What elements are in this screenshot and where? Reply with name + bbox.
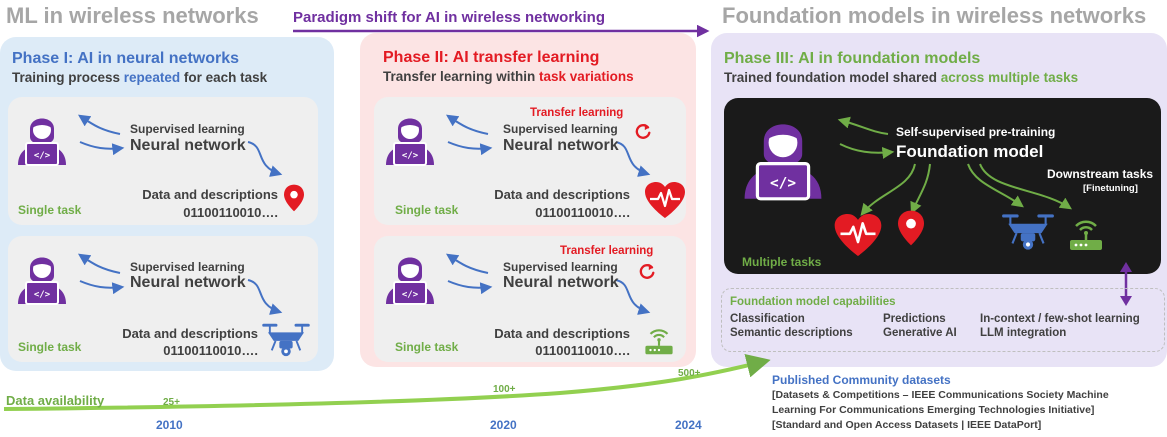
phase2-subtitle: Transfer learning within task variations [383,69,634,84]
capability-item: Generative AI [883,327,957,339]
neural-network-label: Neural network [130,137,246,154]
single-task-label: Single task [18,203,82,217]
phase2-data-arrow-1 [615,141,651,177]
capabilities-connector-arrow [1120,262,1132,306]
neural-network-label: Neural network [503,274,619,291]
paradigm-arrow [293,24,710,38]
bits-label: 01100110010…. [535,205,630,220]
phase2-flow-arrows-2 [446,253,493,295]
single-task-label: Single task [18,340,82,354]
phase1-flow-arrows-1 [78,114,125,156]
dataset-count: 25+ [163,397,180,408]
single-task-label: Single task [395,203,459,217]
phase3-subtitle: Trained foundation model shared across m… [724,70,1079,85]
pretraining-arrows [837,116,895,159]
datasets-title: Published Community datasets [772,373,951,387]
data-label: Data and descriptions [494,187,630,202]
transfer-learning-label: Transfer learning [530,107,624,119]
refresh-icon [635,122,651,139]
phase3-title: Phase III: AI in foundation models [724,50,981,67]
header-left: ML in wireless networks [6,3,259,28]
single-task-label: Single task [395,340,459,354]
downstream-arrows [860,163,1072,216]
phase1-data-arrow-1 [247,141,283,177]
phase2-flow-arrows-1 [446,114,493,156]
finetuning-label: [Finetuning] [1083,183,1138,194]
capability-item: Semantic descriptions [730,327,853,339]
phase2-data-arrow-2 [615,279,651,315]
phase1-flow-arrows-2 [78,253,125,295]
bits-label: 01100110010…. [183,205,278,220]
year-label: 2010 [156,418,183,432]
supervised-label: Supervised learning [503,122,618,136]
capabilities-box [721,288,1165,352]
phase2-title: Phase II: AI transfer learning [383,49,600,66]
phase1-subtitle: Training process repeated for each task [12,70,268,85]
data-label: Data and descriptions [142,187,278,202]
location-pin-icon [898,210,924,246]
capability-item: In-context / few-shot learning [980,313,1140,325]
downstream-label: Downstream tasks [1047,167,1154,181]
data-label: Data and descriptions [122,326,258,341]
dataset-count: 500+ [678,368,701,379]
developer-icon [385,256,435,305]
supervised-label: Supervised learning [130,122,245,136]
router-icon [1068,220,1104,252]
data-label: Data and descriptions [494,326,630,341]
neural-network-label: Neural network [130,274,246,291]
transfer-learning-label: Transfer learning [560,245,654,257]
capabilities-title: Foundation model capabilities [730,296,896,308]
router-icon [644,329,674,356]
capability-item: Predictions [883,313,946,325]
data-availability-curve [3,354,771,411]
drone-icon [1001,213,1055,251]
year-label: 2024 [675,418,702,432]
developer-icon [17,256,67,305]
phase1-title: Phase I: AI in neural networks [12,50,240,67]
drone-icon [261,322,311,358]
multiple-tasks-label: Multiple tasks [742,255,822,269]
supervised-label: Supervised learning [130,260,245,274]
dataset-line[interactable]: [Standard and Open Access Datasets | IEE… [772,419,1042,431]
header-middle: Paradigm shift for AI in wireless networ… [293,9,606,26]
dataset-count: 100+ [493,384,516,395]
refresh-icon [639,262,655,279]
supervised-label: Supervised learning [503,260,618,274]
neural-network-label: Neural network [503,137,619,154]
bits-label: 01100110010…. [535,343,630,358]
self-supervised-label: Self-supervised pre-training [896,125,1056,139]
dataset-line[interactable]: Learning For Communications Emerging Tec… [772,404,1095,416]
capability-item: LLM integration [980,327,1067,339]
year-label: 2020 [490,418,517,432]
foundation-model-label: Foundation model [896,142,1044,161]
heart-rate-icon [644,182,686,218]
capability-item: Classification [730,313,805,325]
dataset-line[interactable]: [Datasets & Competitions – IEEE Communic… [772,389,1109,401]
developer-icon [742,122,824,201]
location-pin-icon [284,184,304,212]
bits-label: 01100110010…. [163,343,258,358]
developer-icon [17,117,67,166]
phase1-data-arrow-2 [247,279,283,315]
header-right: Foundation models in wireless networks [722,3,1147,28]
heart-rate-icon [834,214,882,256]
data-availability-label: Data availability [6,393,105,408]
developer-icon [385,117,435,166]
